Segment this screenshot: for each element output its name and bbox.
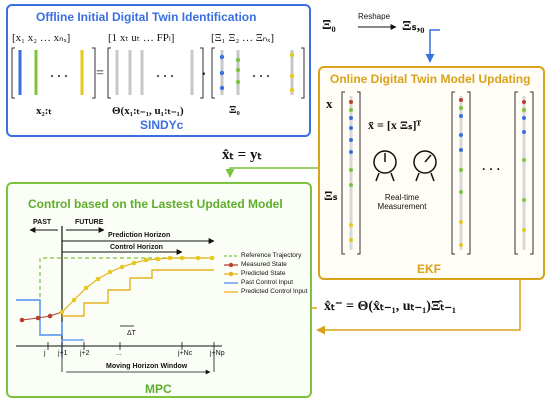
gauge-icon-2	[413, 150, 437, 182]
online-state-vector-3	[514, 91, 534, 255]
gauge-icon	[373, 150, 397, 182]
predicted-state-point	[95, 276, 101, 282]
online-state-vector	[341, 91, 361, 255]
predicted-state-point	[155, 256, 161, 262]
offline-identification-panel	[6, 4, 311, 137]
svg-text:· · ·: · · ·	[50, 69, 68, 83]
predicted-state-point	[179, 255, 185, 261]
theta-matrix-label: Θ(x₁:ₜ₋₁, u₁:ₜ₋₁)	[112, 105, 184, 117]
time-tick-label: j	[44, 350, 46, 357]
online-xi-label: Ξₛ	[324, 188, 338, 203]
past-control-input	[16, 299, 63, 336]
mpc-label: MPC	[145, 382, 172, 396]
legend-marker	[228, 271, 234, 277]
equals-sign: =	[96, 66, 104, 81]
predicted-state-point	[59, 309, 65, 315]
xi-matrix-label: Ξ₀	[229, 104, 240, 116]
control-horizon-label: Control Horizon	[110, 244, 163, 251]
predicted-control-input	[62, 269, 214, 317]
measured-state-line	[21, 311, 63, 321]
xi-row-header: [Ξ₁ Ξ₂ … Ξₙₓ]	[211, 32, 275, 44]
mpc-chart	[16, 226, 238, 375]
time-tick-label: j+Nc	[178, 350, 193, 357]
predicted-state-point	[167, 255, 173, 261]
future-label: FUTURE	[75, 219, 104, 226]
measurement-label: Real-time Measurement	[377, 193, 427, 211]
theta-row-header: [1 xₜ uₜ … FPₗ]	[108, 32, 175, 44]
past-label: PAST	[33, 219, 52, 226]
xi-0-symbol: Ξ₀	[322, 18, 336, 33]
online-title: Online Digital Twin Model Updating	[330, 72, 531, 86]
update-equation: x̂ₜ⁻ = Θ(x̂ₜ₋₁, uₜ₋₁)Ξ̂ₜ₋₁	[324, 299, 457, 314]
state-equation: x̄ = [x Ξₛ]ᵀ	[368, 118, 422, 132]
predicted-state-point	[131, 260, 137, 266]
online-updating-panel	[318, 66, 545, 280]
x-row-header: [x₁ x₂ … xₙₓ]	[12, 32, 71, 44]
control-input-start	[61, 339, 84, 358]
x-matrix	[11, 47, 96, 99]
legend-label: Past Control Input	[241, 279, 294, 286]
theta-matrix	[107, 47, 204, 99]
time-tick-label: j+2	[80, 350, 90, 357]
x-matrix-label: x₂:ₜ	[36, 105, 52, 117]
mpc-control-panel	[6, 182, 312, 398]
legend-marker	[228, 262, 234, 268]
predicted-state-point	[195, 255, 201, 261]
predicted-state-point	[143, 257, 149, 263]
predicted-state-point	[209, 255, 215, 261]
svg-text:· · ·: · · ·	[156, 69, 174, 83]
online-state-column-1	[349, 96, 353, 250]
predicted-state-point	[71, 297, 77, 303]
svg-text:· · ·: · · ·	[252, 69, 270, 83]
time-tick-label: j+1	[58, 350, 68, 357]
predicted-state-point	[107, 269, 113, 275]
legend-label: Predicted Control Input	[241, 288, 308, 295]
online-state-column-3	[522, 96, 526, 250]
reshape-label: Reshape	[358, 12, 391, 21]
update-feedback-arrow	[316, 280, 521, 335]
sindyc-label: SINDYc	[140, 118, 184, 132]
online-to-control-arrow	[225, 167, 318, 178]
legend-label: Predicted State	[241, 270, 286, 277]
offline-title: Offline Initial Digital Twin Identificat…	[36, 10, 257, 24]
online-ellipsis: · · ·	[482, 162, 501, 176]
xi-sparse-columns: · · ·	[219, 50, 295, 95]
legend-label: Measured State	[241, 261, 287, 268]
reference-trajectory	[39, 257, 214, 318]
prediction-horizon-label: Prediction Horizon	[108, 232, 171, 239]
online-state-vector-2	[451, 91, 471, 255]
xi-matrix	[211, 47, 305, 99]
feedback-equation: x̂ₜ = yₜ	[222, 147, 262, 163]
delta-t-label: ΔT	[127, 330, 136, 337]
legend-label: Reference Trajectory	[241, 252, 302, 259]
time-tick-label: ...	[116, 350, 122, 357]
online-state-column-2	[459, 96, 463, 250]
predicted-state-point	[119, 264, 125, 270]
control-title: Control based on the Lastest Updated Mod…	[28, 197, 283, 211]
window-label: Moving Horizon Window	[106, 363, 188, 370]
multiply-dot: ·	[201, 66, 207, 83]
time-tick-label: j+Np	[210, 350, 225, 357]
predicted-state-point	[83, 285, 89, 291]
online-x-label: x	[326, 96, 333, 111]
reshape-to-online-arrow	[425, 29, 440, 63]
ekf-label: EKF	[417, 262, 441, 276]
xi-s0-symbol: Ξₛ,₀	[402, 19, 425, 34]
